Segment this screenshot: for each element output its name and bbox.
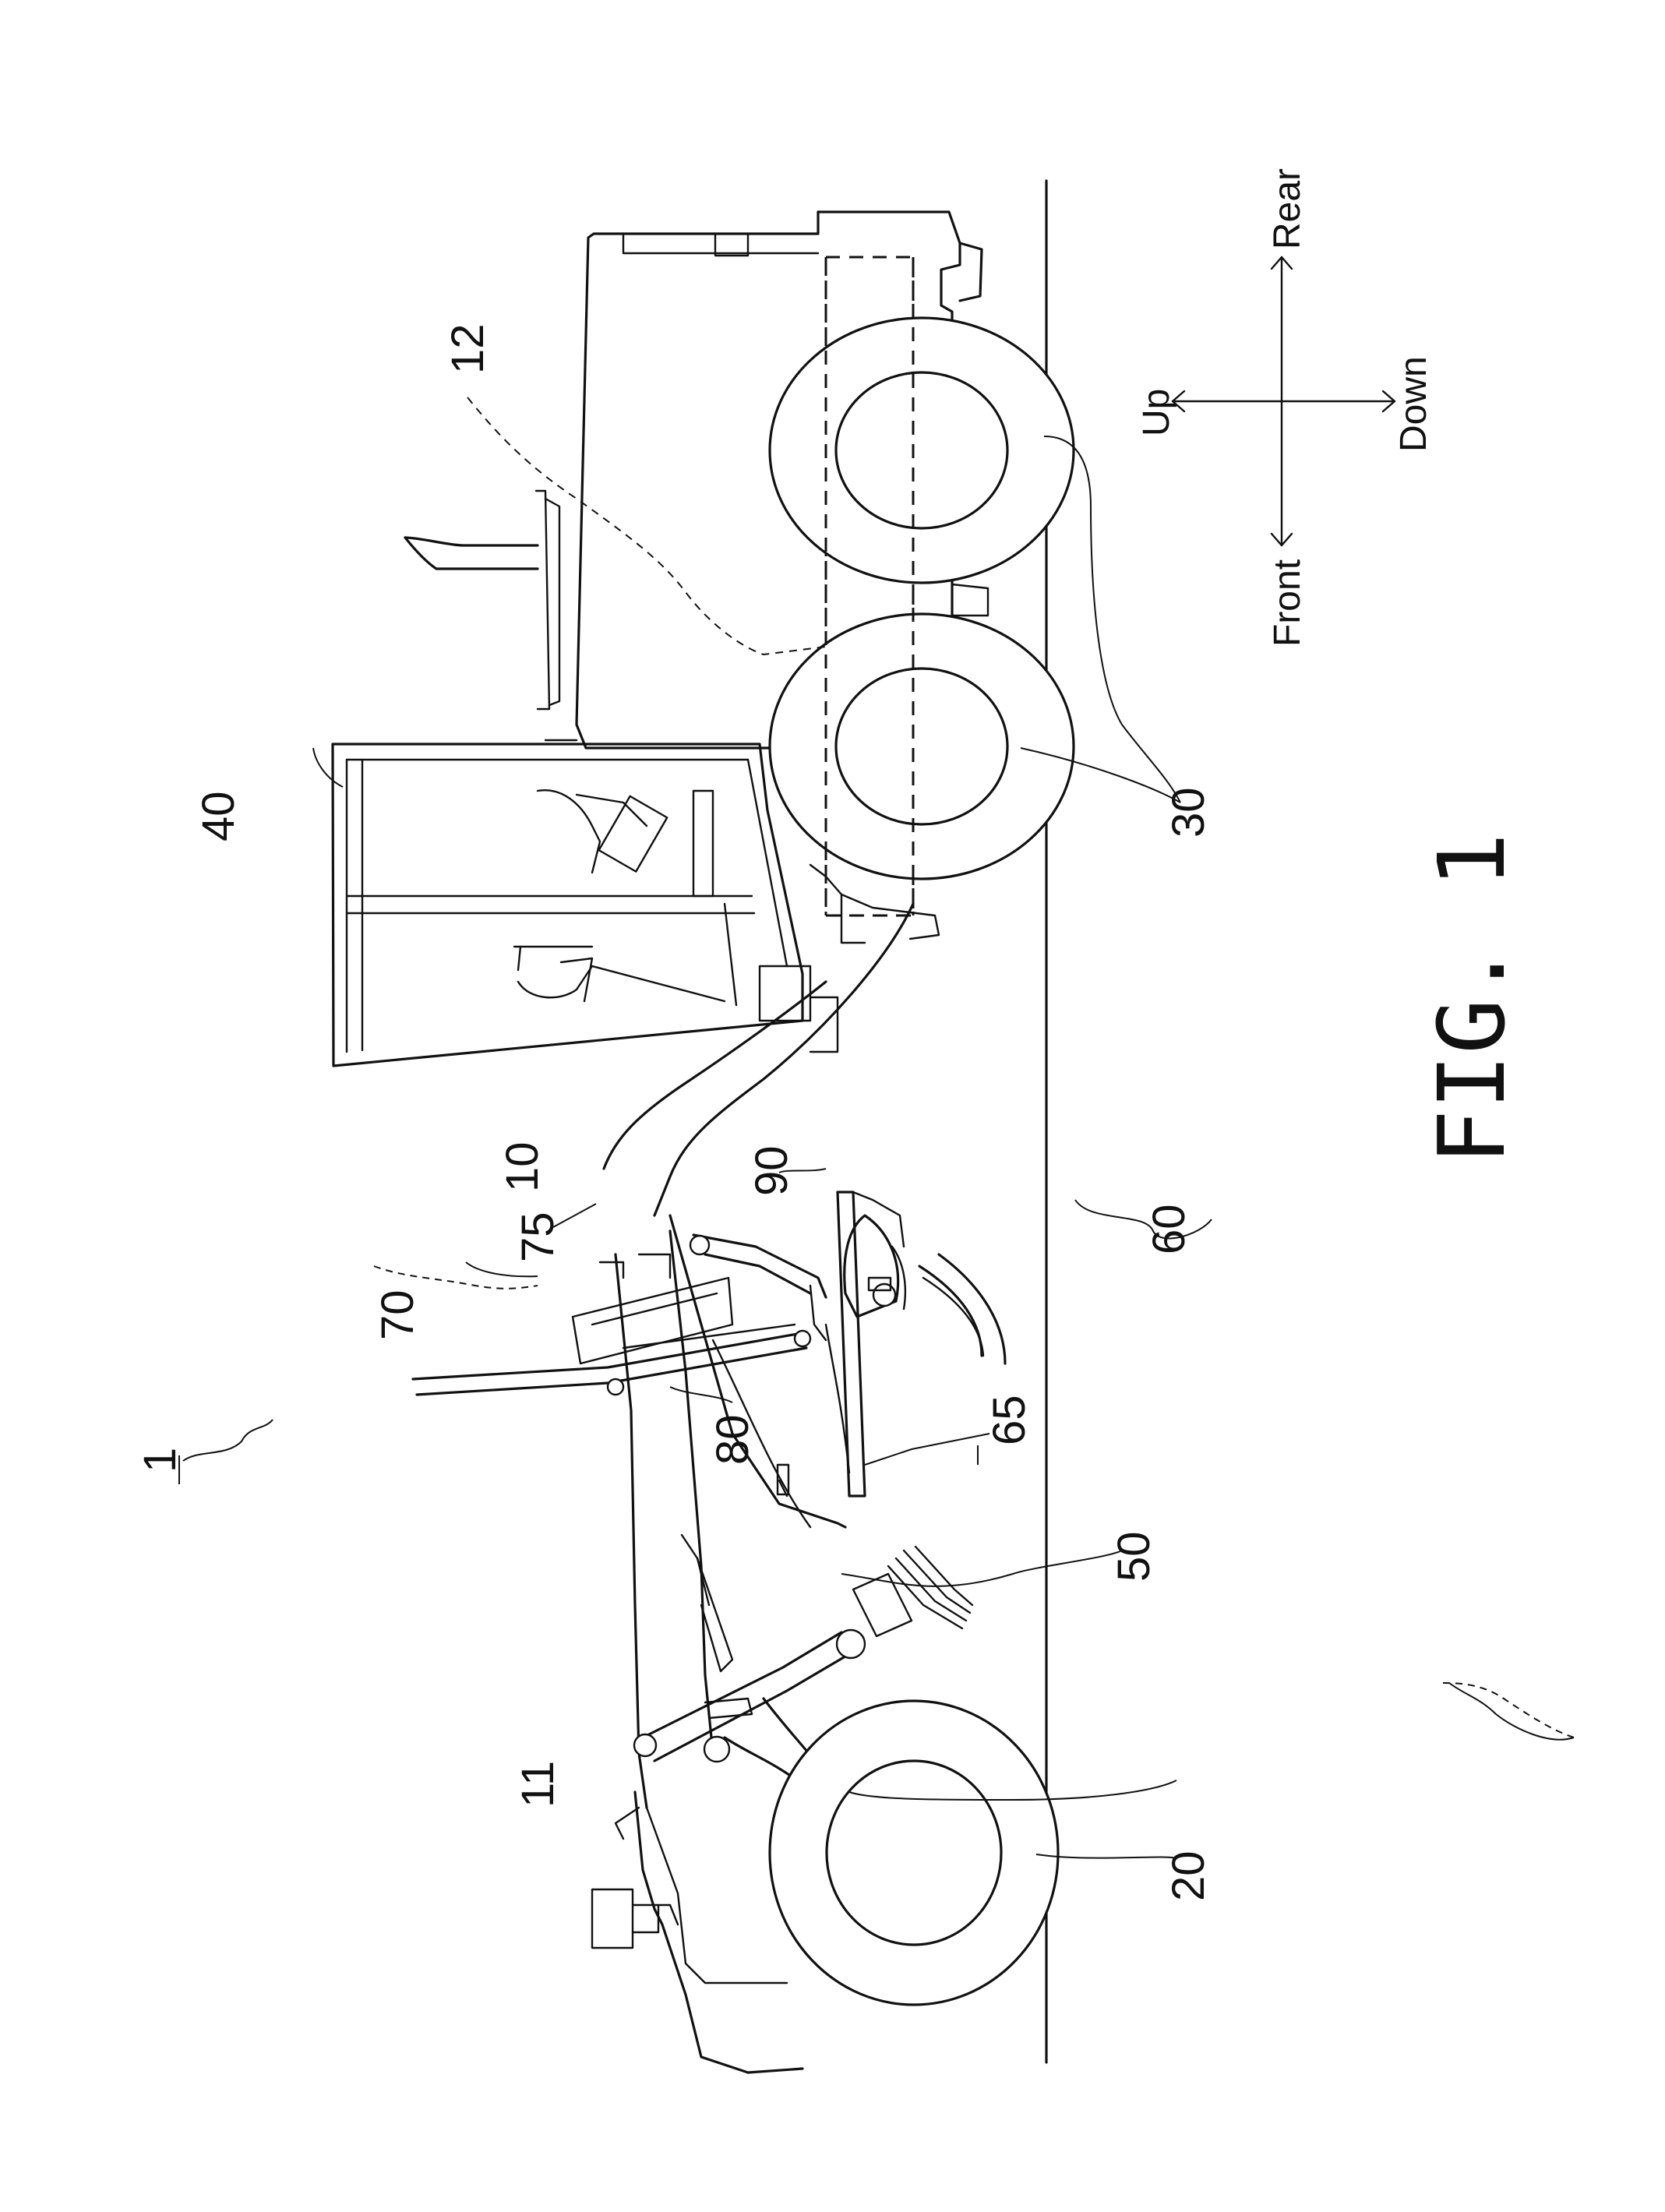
label-20: 20	[1163, 1850, 1214, 1901]
label-30: 30	[1163, 787, 1214, 838]
blade	[845, 1215, 1005, 1364]
reference-numerals: 1 40 12 10 75 70 90 80 60 65 50 11 20 30	[135, 323, 1214, 1901]
label-1: 1	[135, 1448, 185, 1473]
label-60: 60	[1144, 1204, 1194, 1254]
front-wheel	[770, 1701, 1058, 2005]
cab	[333, 744, 803, 1066]
leader-lines	[183, 397, 1574, 1858]
label-65: 65	[984, 1395, 1035, 1445]
label-12: 12	[443, 323, 493, 374]
figure-caption: FIG. 1	[1418, 833, 1526, 1165]
label-10: 10	[497, 1141, 548, 1192]
label-90: 90	[746, 1145, 797, 1196]
direction-indicator	[1173, 257, 1395, 545]
blade-lift-assembly	[413, 1235, 826, 1395]
rear-wheel-back	[770, 318, 1074, 583]
direction-down: Down	[1393, 356, 1434, 452]
direction-rear: Rear	[1267, 168, 1308, 249]
label-11: 11	[513, 1761, 563, 1808]
rear-wheel-front	[770, 614, 1074, 879]
label-80: 80	[707, 1414, 758, 1465]
direction-up: Up	[1136, 389, 1177, 436]
label-40: 40	[193, 791, 244, 841]
label-75: 75	[513, 1212, 563, 1262]
label-50: 50	[1109, 1531, 1159, 1582]
label-70: 70	[372, 1289, 423, 1340]
direction-front: Front	[1267, 559, 1308, 647]
